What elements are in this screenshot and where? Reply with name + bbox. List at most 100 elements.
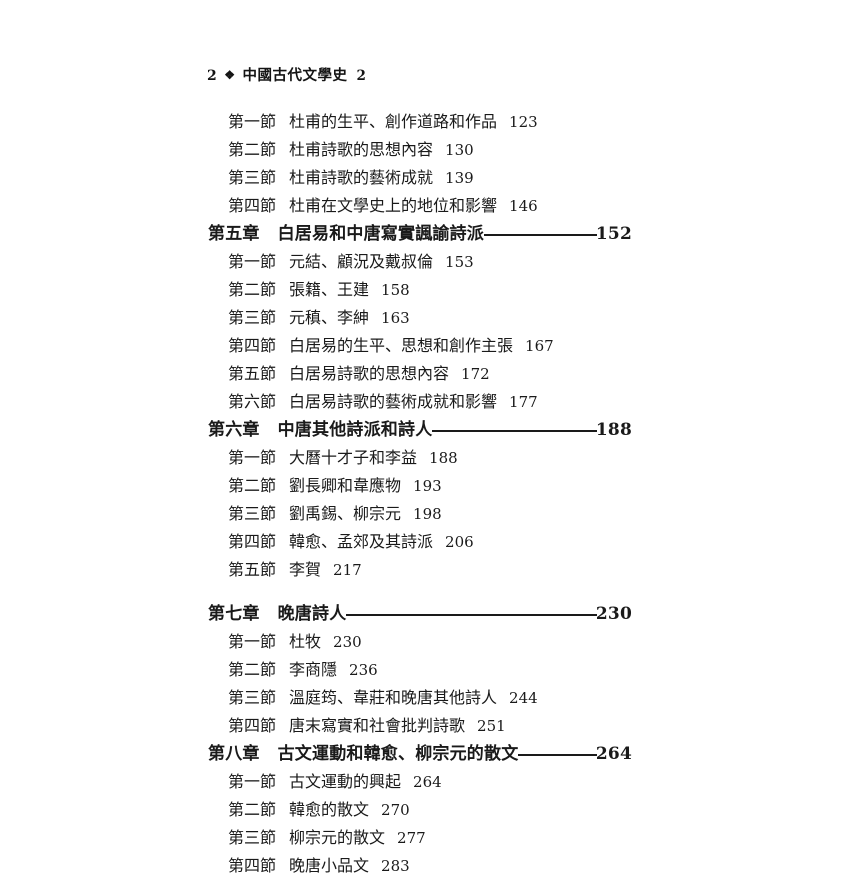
toc-section-row[interactable]: 第三節杜甫詩歌的藝術成就 139 [0, 164, 850, 192]
toc-section-row[interactable]: 第三節元稹、李紳 163 [0, 304, 850, 332]
section-number: 第三節 [228, 308, 277, 327]
section-title: 晚唐小品文 [289, 856, 370, 875]
section-title: 杜甫在文學史上的地位和影響 [289, 196, 498, 215]
toc-section-row[interactable]: 第三節柳宗元的散文 277 [0, 824, 850, 852]
section-number: 第三節 [228, 504, 277, 523]
section-page-number: 193 [413, 477, 442, 495]
section-page-number: 283 [381, 857, 410, 875]
section-title: 張籍、王建 [289, 280, 370, 299]
section-number: 第四節 [228, 856, 277, 875]
chapter-title: 中唐其他詩派和詩人 [277, 420, 433, 440]
toc-section-row[interactable]: 第三節溫庭筠、韋莊和晚唐其他詩人 244 [0, 684, 850, 712]
toc-section-row[interactable]: 第一節元結、顧況及戴叔倫 153 [0, 248, 850, 276]
chapter-number: 第六章 [208, 420, 260, 440]
section-page-number: 139 [445, 169, 474, 187]
section-title: 韓愈的散文 [289, 800, 370, 819]
section-number: 第三節 [228, 688, 277, 707]
section-number: 第二節 [228, 280, 277, 299]
toc-chapter-row[interactable]: 第八章古文運動和韓愈、柳宗元的散文 264 [0, 740, 850, 768]
section-page-number: 270 [381, 801, 410, 819]
section-title: 韓愈、孟郊及其詩派 [289, 532, 434, 551]
book-title: 中國古代文學史 [242, 67, 348, 84]
section-title: 杜甫詩歌的藝術成就 [289, 168, 434, 187]
toc-section-row[interactable]: 第一節古文運動的興起 264 [0, 768, 850, 796]
section-number: 第二節 [228, 476, 277, 495]
section-number: 第一節 [228, 252, 277, 271]
section-number: 第四節 [228, 196, 277, 215]
chapter-page-number: 188 [595, 420, 632, 440]
section-title: 溫庭筠、韋莊和晚唐其他詩人 [289, 688, 498, 707]
section-title: 杜牧 [289, 632, 322, 651]
section-number: 第一節 [228, 448, 277, 467]
section-page-number: 277 [397, 829, 426, 847]
chapter-page-number: 264 [595, 744, 632, 764]
section-number: 第五節 [228, 560, 277, 579]
section-page-number: 264 [413, 773, 442, 791]
section-page-number: 158 [381, 281, 410, 299]
section-title: 李商隱 [289, 660, 338, 679]
section-number: 第六節 [228, 392, 277, 411]
section-title: 劉長卿和韋應物 [289, 476, 402, 495]
section-number: 第二節 [228, 140, 277, 159]
section-page-number: 206 [445, 533, 474, 551]
section-number: 第三節 [228, 168, 277, 187]
toc-section-row[interactable]: 第四節晚唐小品文 283 [0, 852, 850, 880]
section-title: 古文運動的興起 [289, 772, 402, 791]
toc-section-row[interactable]: 第二節劉長卿和韋應物 193 [0, 472, 850, 500]
section-page-number: 163 [381, 309, 410, 327]
chapter-number: 第七章 [208, 604, 260, 624]
section-title: 元稹、李紳 [289, 308, 370, 327]
section-page-number: 244 [509, 689, 538, 707]
section-page-number: 167 [525, 337, 554, 355]
chapter-title: 古文運動和韓愈、柳宗元的散文 [277, 744, 519, 764]
page-folio-number: 2 [207, 68, 218, 84]
toc-section-row[interactable]: 第四節韓愈、孟郊及其詩派 206 [0, 528, 850, 556]
section-page-number: 217 [333, 561, 362, 579]
section-title: 李賀 [289, 560, 322, 579]
section-number: 第一節 [228, 772, 277, 791]
section-number: 第二節 [228, 660, 277, 679]
section-title: 白居易詩歌的思想內容 [289, 364, 450, 383]
section-title: 杜甫詩歌的思想內容 [289, 140, 434, 159]
section-title: 柳宗元的散文 [289, 828, 386, 847]
section-page-number: 146 [509, 197, 538, 215]
toc-section-row[interactable]: 第一節大曆十才子和李益 188 [0, 444, 850, 472]
section-page-number: 153 [445, 253, 474, 271]
toc-section-row[interactable]: 第二節李商隱 236 [0, 656, 850, 684]
section-page-number: 198 [413, 505, 442, 523]
section-page-number: 236 [349, 661, 378, 679]
section-number: 第三節 [228, 828, 277, 847]
running-head: 2 ❖ 中國古代文學史 2 [207, 64, 366, 85]
chapter-page-number: 152 [595, 224, 632, 244]
toc-section-row[interactable]: 第四節杜甫在文學史上的地位和影響 146 [0, 192, 850, 220]
toc-section-row[interactable]: 第二節張籍、王建 158 [0, 276, 850, 304]
toc-section-row[interactable]: 第五節李賀 217 [0, 556, 850, 584]
section-title: 杜甫的生平、創作道路和作品 [289, 112, 498, 131]
section-title: 大曆十才子和李益 [289, 448, 418, 467]
section-page-number: 230 [333, 633, 362, 651]
section-number: 第四節 [228, 716, 277, 735]
section-page-number: 123 [509, 113, 538, 131]
section-number: 第四節 [228, 532, 277, 551]
section-page-number: 188 [429, 449, 458, 467]
chapter-number: 第八章 [208, 744, 260, 764]
chapter-number: 第五章 [208, 224, 260, 244]
section-title: 唐末寫實和社會批判詩歌 [289, 716, 466, 735]
section-title: 元結、顧況及戴叔倫 [289, 252, 434, 271]
toc-chapter-row[interactable]: 第六章中唐其他詩派和詩人 188 [0, 416, 850, 444]
